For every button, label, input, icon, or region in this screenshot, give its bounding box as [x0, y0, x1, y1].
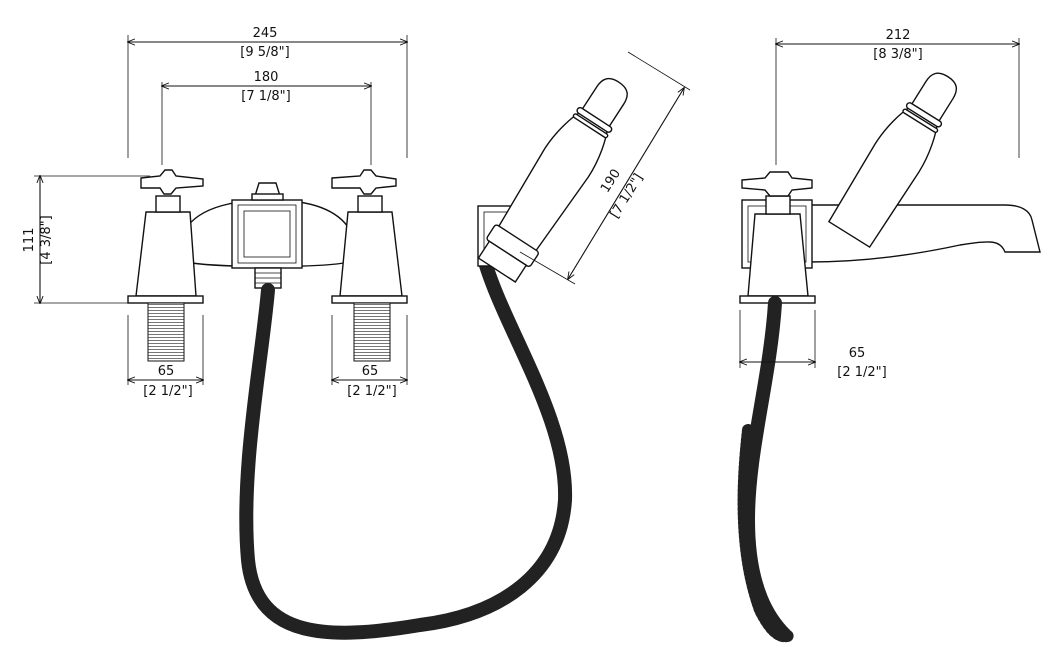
dim-overall-width-imperial: [9 5/8"] [240, 45, 289, 60]
dim-handle-centers-imperial: [7 1/8"] [241, 89, 290, 104]
dim-left-shank-metric: 65 [158, 364, 175, 379]
dim-side-depth-metric: 212 [886, 28, 911, 43]
diverter-block [231, 199, 303, 269]
dim-height-imperial: [4 3/8"] [39, 215, 54, 264]
right-valve [331, 169, 408, 362]
side-valve [747, 213, 809, 297]
dim-left-shank-imperial: [2 1/2"] [143, 384, 192, 399]
dim-handle-centers-metric: 180 [254, 70, 279, 85]
dim-height-metric: 111 [22, 228, 37, 253]
left-cross-handle [140, 169, 204, 195]
hose-outline [239, 255, 573, 640]
dim-side-shank-imperial: [2 1/2"] [837, 365, 886, 380]
right-threaded-shank [353, 302, 391, 362]
dim-side-shank-metric: 65 [849, 346, 866, 361]
side-view [737, 72, 1041, 643]
hose-inner [241, 257, 571, 638]
dim-side-depth-imperial: [8 3/8"] [873, 47, 922, 62]
left-threaded-shank [147, 302, 185, 362]
hose-ribs [241, 257, 571, 638]
dim-overall-width-metric: 245 [253, 26, 278, 41]
front-view [127, 169, 573, 640]
handset-body [495, 77, 628, 256]
dim-right-shank-metric: 65 [362, 364, 379, 379]
dim-right-shank-imperial: [2 1/2"] [347, 384, 396, 399]
side-cross-handle [741, 171, 813, 197]
left-valve [127, 169, 204, 362]
dimension-lines [34, 35, 1019, 385]
right-cross-handle [331, 169, 397, 195]
